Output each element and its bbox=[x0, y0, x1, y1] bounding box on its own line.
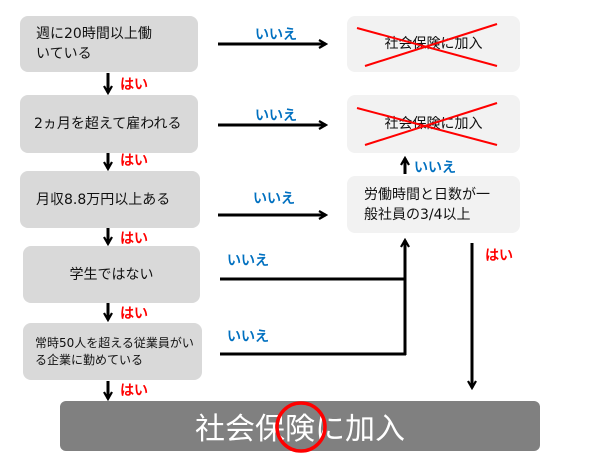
condition-box-4: 学生ではない bbox=[23, 246, 200, 303]
hours-check-text: 労働時間と日数が一般社員の3/4以上 bbox=[364, 186, 490, 223]
condition-text: 2ヵ月を超えて雇われる bbox=[34, 116, 182, 132]
final-text: 社会保険に加入 bbox=[195, 412, 405, 447]
cross-icon bbox=[356, 23, 498, 67]
yes-label: はい bbox=[120, 231, 148, 247]
no-label: いいえ bbox=[253, 191, 295, 207]
condition-text: 学生ではない bbox=[69, 266, 154, 283]
no-label: いいえ bbox=[227, 253, 269, 269]
yes-label: はい bbox=[120, 153, 148, 169]
cross-icon bbox=[356, 102, 498, 146]
condition-text: 週に20時間以上働いている bbox=[36, 26, 152, 62]
no-label: いいえ bbox=[255, 27, 297, 43]
hours-check-box: 労働時間と日数が一般社員の3/4以上 bbox=[347, 176, 520, 233]
yes-label: はい bbox=[485, 248, 513, 264]
yes-label: はい bbox=[120, 383, 148, 399]
no-label: いいえ bbox=[414, 160, 456, 176]
yes-label: はい bbox=[120, 306, 148, 322]
yes-label: はい bbox=[120, 77, 148, 93]
condition-box-2: 2ヵ月を超えて雇われる bbox=[20, 95, 198, 153]
condition-text: 常時50人を超える従業員がいる企業に勤めている bbox=[35, 335, 194, 367]
condition-text: 月収8.8万円以上ある bbox=[36, 191, 171, 208]
condition-box-5: 常時50人を超える従業員がいる企業に勤めている bbox=[23, 323, 202, 380]
final-enrolled-box: 社会保険に加入 bbox=[60, 401, 540, 451]
no-label: いいえ bbox=[227, 329, 269, 345]
not-enrolled-box-1: 社会保険に加入 bbox=[347, 16, 520, 72]
not-enrolled-box-2: 社会保険に加入 bbox=[347, 95, 520, 153]
condition-box-3: 月収8.8万円以上ある bbox=[20, 171, 200, 228]
no-label: いいえ bbox=[255, 108, 297, 124]
condition-box-1: 週に20時間以上働いている bbox=[20, 16, 198, 72]
